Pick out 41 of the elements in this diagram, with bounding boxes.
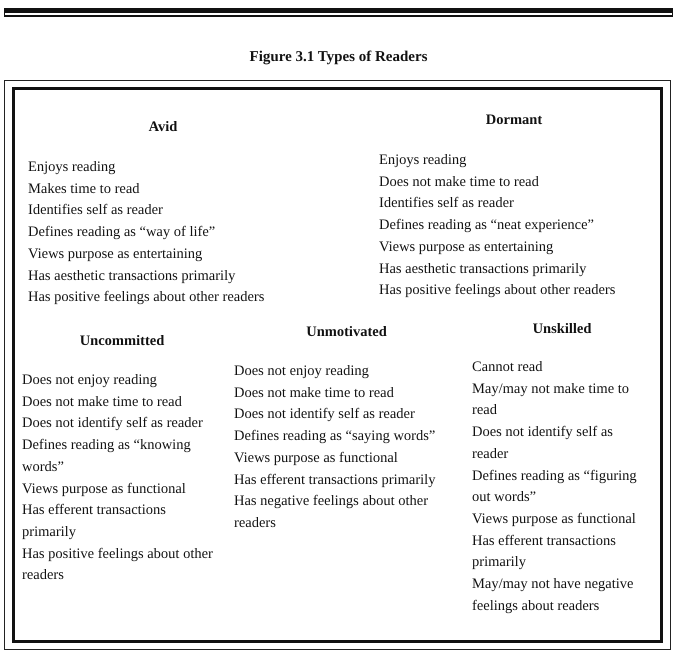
trait-text: Views purpose as functional — [472, 510, 637, 529]
column-heading: Dormant — [484, 112, 544, 129]
trait-text: Enjoys reading — [379, 151, 468, 170]
trait-text: Has efferent transactions primarily — [472, 532, 617, 572]
column-heading: Uncommitted — [78, 333, 166, 350]
figure-title: Figure 3.1 Types of Readers — [248, 49, 428, 66]
trait-text: May/may not have negative feelings about readers — [472, 575, 634, 616]
trait-text: Defines reading as “way of life” — [28, 223, 216, 242]
trait-text: Does not enjoy reading — [234, 362, 370, 381]
trait-text: Views purpose as functional — [234, 448, 399, 468]
trait-text: Has efferent transactions primarily — [234, 470, 436, 490]
trait-text: Defines reading as “knowing words” — [22, 436, 192, 477]
trait-text: Does not identify self as reader — [234, 405, 416, 424]
trait-text: Has efferent transactions primarily — [22, 501, 167, 542]
trait-text: Does not make time to read — [22, 392, 183, 412]
trait-text: Defines reading as “neat experience” — [379, 216, 595, 236]
trait-text: Defines reading as “saying words” — [234, 427, 436, 446]
trait-text: Identifies self as reader — [28, 201, 164, 220]
trait-text: Has positive feelings about other readers — [28, 288, 266, 308]
column-heading: Unmotivated — [305, 324, 388, 341]
trait-text: Views purpose as entertaining — [379, 238, 554, 257]
trait-text: Has aesthetic transactions primarily — [379, 260, 588, 279]
trait-text: Does not identify self as reader — [472, 423, 614, 464]
trait-text: Defines reading as “figuring out words” — [472, 466, 638, 508]
column-heading: Unskilled — [532, 321, 592, 338]
trait-text: Cannot read — [472, 358, 544, 377]
trait-text: Does not enjoy reading — [22, 371, 158, 390]
trait-text: Has positive feelings about other readers — [22, 544, 214, 586]
trait-text: Has aesthetic transactions primarily — [28, 266, 236, 286]
trait-text: Has positive feelings about other readers — [379, 281, 616, 300]
trait-text: Identifies self as reader — [379, 194, 515, 214]
trait-text: Views purpose as entertaining — [28, 244, 204, 264]
trait-text: Does not make time to read — [379, 172, 540, 192]
trait-text: Makes time to read — [28, 180, 141, 199]
trait-text: Does not identify self as reader — [22, 414, 204, 434]
trait-text: Enjoys reading — [28, 158, 116, 177]
trait-text: Has negative feelings about other readers — [234, 492, 430, 533]
trait-text: Does not make time to read — [234, 384, 395, 403]
trait-text: Views purpose as functional — [22, 480, 187, 499]
trait-text: May/may not make time to read — [472, 380, 630, 420]
column-heading: Avid — [148, 119, 178, 136]
